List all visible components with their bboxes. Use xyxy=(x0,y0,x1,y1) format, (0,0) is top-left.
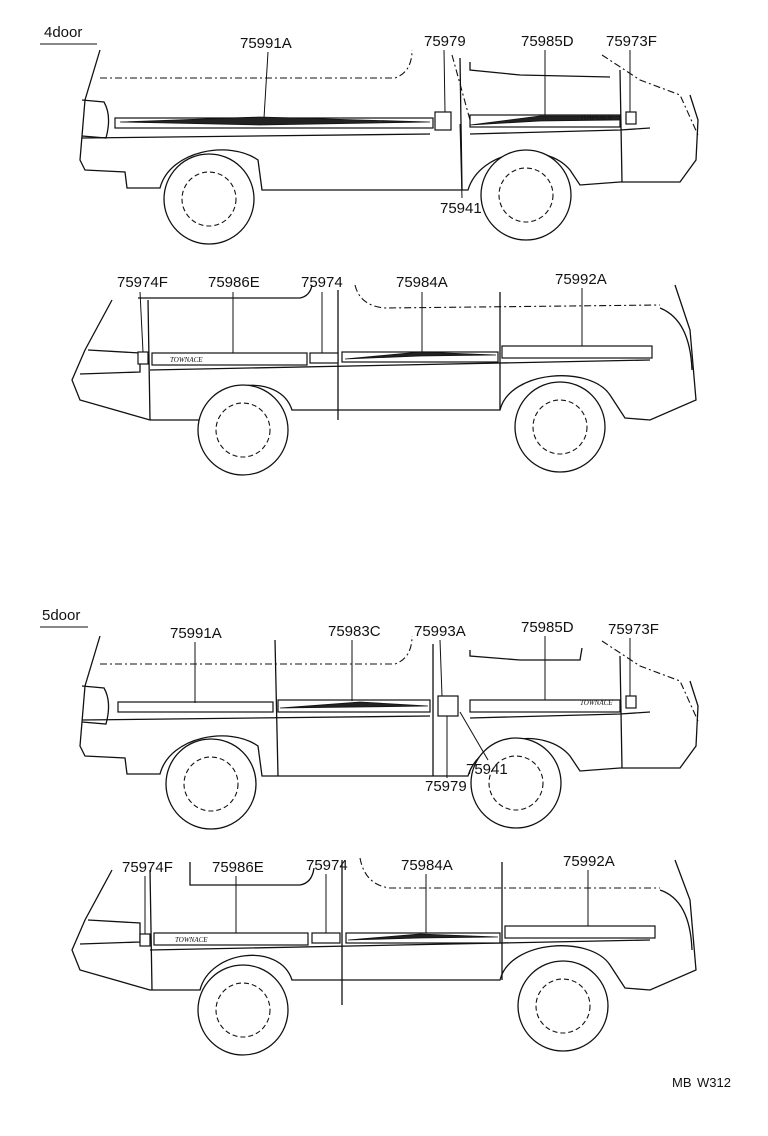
townace-emblem-5door: TOWNACE xyxy=(580,699,613,707)
front-emblem-plate-left xyxy=(137,351,149,365)
rear-wheel-left-5door xyxy=(517,960,609,1052)
footer-code-right: W312 xyxy=(697,1075,731,1090)
front-emblem-plate-left-5door xyxy=(139,933,151,947)
footer-code-left: MB xyxy=(672,1075,692,1090)
part-label-75941: 75941 xyxy=(440,200,482,217)
part-label-75986e: 75986E xyxy=(208,274,260,291)
part-label-75986e-5door: 75986E xyxy=(212,859,264,876)
front-wheel-left-hub xyxy=(215,402,271,458)
part-label-75974f-5door: 75974F xyxy=(122,859,173,876)
part-label-75974-5door: 75974 xyxy=(306,857,348,874)
stripe-rear-left xyxy=(501,345,653,359)
townace-emblem-left-5door: TOWNACE xyxy=(175,936,208,944)
van-5door-left-side xyxy=(71,857,697,1005)
stripe-rear-quarter-5door xyxy=(117,701,274,713)
part-label-75991a: 75991A xyxy=(240,35,292,52)
front-emblem-plate-5door xyxy=(625,695,637,709)
stripe-rear-left-5door xyxy=(504,925,656,939)
rear-wheel-left-5door-hub xyxy=(535,978,591,1034)
leader-75974f xyxy=(139,291,144,353)
front-wheel-left xyxy=(197,384,289,476)
part-label-75974: 75974 xyxy=(301,274,343,291)
part-label-75984a: 75984A xyxy=(396,274,448,291)
rear-wheel-left-hub xyxy=(532,399,588,455)
stripe-center-left xyxy=(309,352,339,364)
van-5door-right-side xyxy=(79,635,699,777)
part-label-75974f: 75974F xyxy=(117,274,168,291)
stripe-front-door-accent xyxy=(469,115,621,126)
leader-75941 xyxy=(459,123,463,199)
front-wheel-left-5door-hub xyxy=(215,982,271,1038)
leader-75991a xyxy=(263,51,269,119)
front-wheel-left-5door xyxy=(197,964,289,1056)
townace-emblem-left: TOWNACE xyxy=(170,356,203,364)
part-label-75983c: 75983C xyxy=(328,623,381,640)
part-label-75993a: 75993A xyxy=(414,623,466,640)
stripe-center-left-5door xyxy=(311,932,341,944)
part-label-75979: 75979 xyxy=(424,33,466,50)
rear-wheel-left xyxy=(514,381,606,473)
stripe-slide-door-left-5door-accent xyxy=(347,933,499,941)
fuel-lid-5door xyxy=(437,695,459,717)
fuel-lid xyxy=(434,111,452,131)
townace-emblem: TOWNACE xyxy=(580,114,613,122)
van-4door-right-side xyxy=(79,49,699,191)
front-wheel-5door xyxy=(470,737,562,829)
front-wheel-hub xyxy=(498,167,554,223)
stripe-slide-door-5door-accent xyxy=(279,701,429,709)
rear-wheel-5door xyxy=(165,738,257,830)
rear-wheel-hub xyxy=(181,171,237,227)
stripe-slide-door-accent xyxy=(344,351,497,360)
part-label-75984a-5door: 75984A xyxy=(401,857,453,874)
rear-wheel-5door-hub xyxy=(183,756,239,812)
front-wheel-5door-hub xyxy=(488,755,544,811)
leader-75979 xyxy=(443,49,446,113)
rear-wheel xyxy=(163,153,255,245)
part-label-75992a-5door: 75992A xyxy=(563,853,615,870)
part-label-75973f: 75973F xyxy=(606,33,657,50)
stripe-rear-quarter-accent xyxy=(119,116,431,126)
part-label-75985d-5door: 75985D xyxy=(521,619,574,636)
section-title-4door: 4door xyxy=(44,24,82,41)
part-label-75991a-5door: 75991A xyxy=(170,625,222,642)
part-label-75992a: 75992A xyxy=(555,271,607,288)
leader-75993a xyxy=(439,639,443,697)
stripe-front-door-left xyxy=(151,352,308,366)
leader-75941-5door xyxy=(459,711,489,761)
section-title-5door: 5door xyxy=(42,607,80,624)
part-label-75985d: 75985D xyxy=(521,33,574,50)
front-wheel xyxy=(480,149,572,241)
part-label-75979-5door: 75979 xyxy=(425,778,467,795)
stripe-front-door-left-5door xyxy=(153,932,309,946)
part-label-75941-5door: 75941 xyxy=(466,761,508,778)
part-label-75973f-5door: 75973F xyxy=(608,621,659,638)
front-emblem-plate xyxy=(625,111,637,125)
